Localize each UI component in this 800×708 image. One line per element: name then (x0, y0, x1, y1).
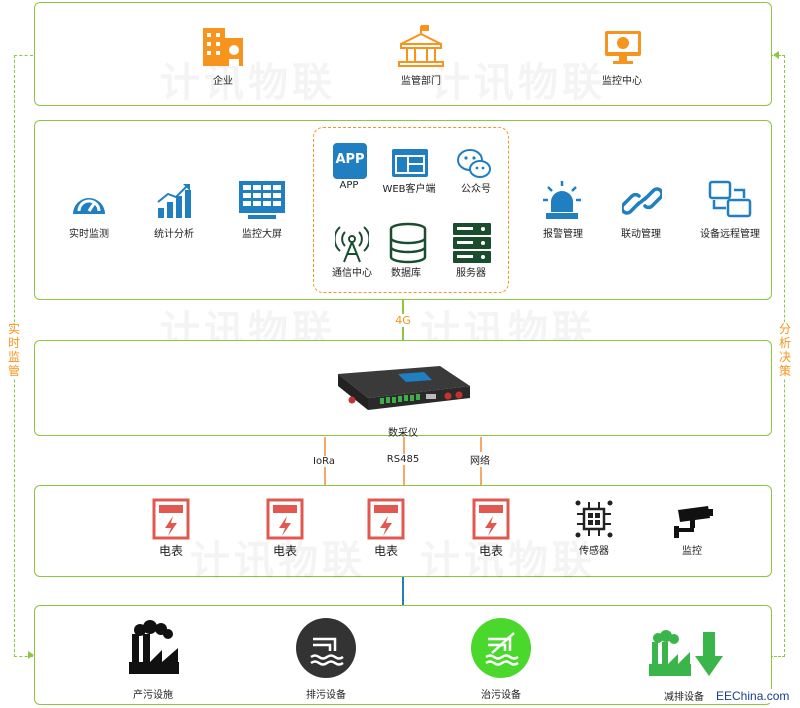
linkage-label: 联动管理 (621, 229, 661, 240)
right-side-label: 分析决策 (778, 322, 792, 378)
antenna-icon (335, 226, 369, 263)
realtime-monitor-label: 实时监测 (69, 229, 109, 240)
electric-meter-label: 电表 (478, 544, 504, 558)
electric-meter-label: 电表 (373, 544, 399, 558)
electric-meter-icon (472, 498, 510, 540)
electric-meter-icon (152, 498, 190, 540)
remote-management-label: 设备远程管理 (700, 229, 760, 240)
server-icon (453, 223, 491, 263)
enterprise-building-icon (203, 28, 243, 66)
sensor-label: 传感器 (579, 546, 609, 557)
app-label: APP (339, 180, 359, 191)
monitor-center-icon (605, 31, 641, 64)
cctv-label: 监控 (682, 546, 702, 557)
right-arrow-head (773, 51, 779, 59)
monitor-center-label: 监控中心 (602, 76, 642, 87)
electric-meter-label: 电表 (272, 544, 298, 558)
stakeholders-panel (34, 2, 772, 106)
database-label: 数据库 (391, 268, 421, 279)
comm-center-label: 通信中心 (332, 268, 372, 279)
devices-to-facilities-line (402, 577, 404, 605)
watermark: 计讯物联 (160, 50, 336, 108)
big-screen-label: 监控大屏 (242, 229, 282, 240)
polluting-factory-icon (129, 620, 179, 674)
bar-chart-icon (157, 184, 191, 218)
watermark: 计讯物联 (190, 528, 366, 586)
alarm-label: 报警管理 (543, 229, 583, 240)
gauge-icon (73, 198, 105, 214)
wechat-label: 公众号 (461, 184, 491, 195)
government-building-icon (398, 25, 444, 67)
lora-label: IoRa (312, 456, 336, 467)
core-services-box (313, 127, 509, 293)
watermark: 计讯物联 (420, 528, 596, 586)
emission-reduction-icon (649, 630, 723, 676)
electric-meter-icon (266, 498, 304, 540)
rs485-label: RS485 (385, 454, 421, 465)
enterprise-label: 企业 (213, 76, 233, 87)
data-collector-device-icon (338, 366, 470, 410)
electric-meter-label: 电表 (158, 544, 184, 558)
brand-watermark: EEChina.com (716, 689, 790, 703)
emission-reduction-label: 减排设备 (664, 692, 704, 703)
network-label: 网络 (469, 452, 491, 467)
web-client-label: WEB客户端 (382, 184, 436, 195)
4g-label: 4G (393, 314, 413, 327)
collector-label: 数采仪 (388, 428, 418, 439)
discharge-label: 排污设备 (306, 690, 346, 701)
web-client-icon (392, 149, 428, 177)
electric-meter-icon (367, 498, 405, 540)
alarm-light-icon (543, 181, 581, 219)
polluting-facility-label: 产污设施 (133, 690, 173, 701)
regulator-label: 监管部门 (401, 76, 441, 87)
discharge-icon (296, 618, 356, 678)
link-icon (622, 187, 662, 215)
treatment-label: 治污设备 (481, 690, 521, 701)
sensor-icon (575, 500, 613, 538)
left-side-label: 实时监管 (7, 322, 21, 378)
left-arrow-head (28, 651, 34, 659)
database-icon (389, 222, 427, 264)
cctv-camera-icon (674, 506, 713, 538)
dashboard-screen-icon (239, 181, 285, 219)
server-label: 服务器 (456, 268, 486, 279)
watermark: 计讯物联 (430, 50, 606, 108)
app-icon: APP (333, 143, 367, 179)
wechat-icon (457, 149, 491, 178)
statistics-label: 统计分析 (154, 229, 194, 240)
remote-devices-icon (708, 180, 752, 218)
treatment-icon (471, 618, 531, 678)
